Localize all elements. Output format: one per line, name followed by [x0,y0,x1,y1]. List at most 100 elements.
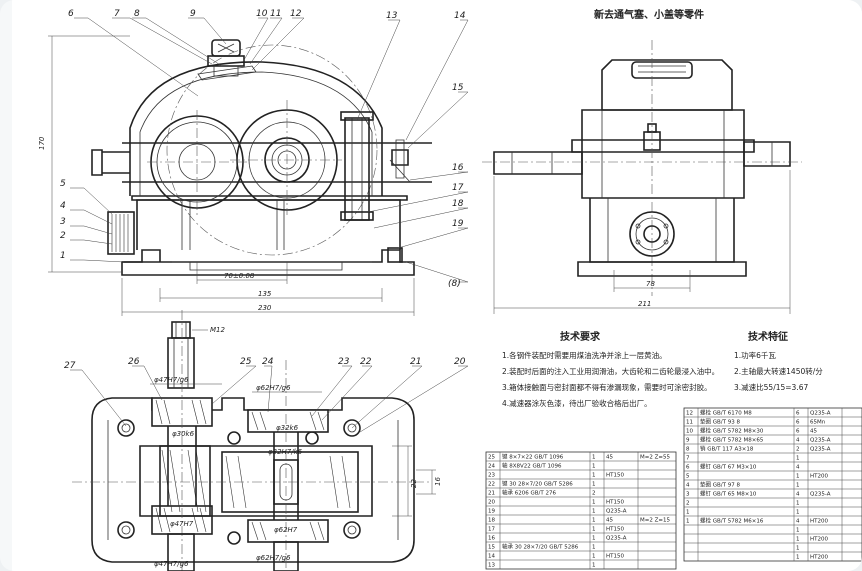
table-cell: 1 [686,519,690,525]
table-cell: HT150 [606,473,624,479]
dim-22: 22 [410,479,418,488]
table-frame [683,407,862,562]
table-cell: 6 [796,420,800,426]
drawing-sheet: 170 70±0.08 135 230 6 7 8 9 10 11 [12,0,862,571]
tech-requirements-title: 技术要求 [560,330,601,343]
table-cell: 螺栓 GB/T 5782 M8×65 [700,436,764,444]
table-cell: 1 [796,555,800,561]
table-cell: HT150 [606,527,624,533]
table-cell: 11 [686,420,693,426]
table-cell: 9 [686,438,690,444]
label-17: 17 [452,183,464,193]
table-cell: 螺钉 GB/T 65 M8×10 [700,490,757,498]
dim-side-width: 78 [646,280,655,288]
table-cell: 10 [686,429,693,435]
dim-base: 135 [258,290,272,298]
label-11: 11 [270,9,281,19]
table-cell: 螺栓 GB/T 5782 M8×30 [700,427,764,435]
table-cell: 18 [488,518,495,524]
table-cell: 1 [592,482,596,488]
table-cell: 13 [488,563,495,569]
table-cell: 螺栓 GB/T 6170 M8 [700,409,752,417]
table-cell: 1 [592,536,596,542]
dim-side-total: 211 [638,300,651,308]
table-cell: 5 [686,474,690,480]
table-cell: Q235-A [810,438,831,444]
part-labels-top: 6 7 8 9 10 11 12 13 14 15 16 17 18 19 (8… [60,9,466,289]
table-cell: 65Mn [810,420,826,426]
dim-thread: M12 [210,326,225,334]
table-cell: 21 [488,491,495,497]
table-cell: 16 [488,536,495,542]
table-cell: Q235-A [810,411,831,417]
table-cell: 2 [796,447,800,453]
table-cell: M=2 Z=55 [640,455,670,461]
table-cell: 14 [488,554,495,560]
side-view-title: 新去通气塞、小盖等零件 [594,8,704,21]
table-cell: 6 [796,429,800,435]
table-cell: 1 [592,464,596,470]
table-cell: 25 [488,455,495,461]
table-cell: 3 [686,492,690,498]
table-cell: 7 [686,456,690,462]
fit-5: φ32k6 [276,424,299,432]
fit-1: φ47H7/g6 [154,376,189,384]
table-cell: 2 [592,491,596,497]
label-23: 23 [338,357,350,367]
fit-3: φ32H7/k6 [268,448,303,456]
table-cell: 1 [686,510,690,516]
label-2: 2 [60,231,66,241]
table-cell: 24 [488,464,495,470]
table-cell: 键 8×7×22 GB/T 1096 [502,453,564,461]
label-9: 9 [190,9,196,19]
fit-7: φ62H7 [274,526,298,534]
label-4: 4 [60,201,66,211]
table-cell: 15 [488,545,495,551]
label-8: 8 [134,9,140,19]
label-26: 26 [128,357,140,367]
table-cell: 键 30 28×7/20 GB/T 5286 [502,480,573,488]
table-cell: 轴 8X8V22 GB/T 1096 [502,462,562,470]
table-cell: HT150 [606,500,624,506]
table-cell: Q235-A [810,492,831,498]
table-cell: 销 GB/T 117 A3×18 [700,445,754,453]
leader-lines-top [70,17,469,283]
fit-2: φ62H7/g6 [256,384,291,392]
table-cell: M=2 Z=15 [640,518,670,524]
label-21: 21 [410,357,421,367]
table-cell: 1 [796,510,800,516]
table-cell: HT200 [810,474,828,480]
table-cell: 23 [488,473,495,479]
table-cell: Q235-A [606,536,627,542]
plan-view: M12 [70,310,469,571]
table-cell: 45 [606,455,613,461]
table-cell: 22 [488,482,495,488]
tech-req-2: 2.装配时后面的注入工业用润滑油，大齿轮和二齿轮最浸入油中。 [502,366,719,376]
table-cell: 螺栓 GB/T 5782 M6×16 [700,517,764,525]
table-cell: HT200 [810,537,828,543]
table-cell: 4 [796,519,800,525]
table-cell: 轴承 6206 GB/T 276 [502,489,556,497]
fit-9: φ62H7/g6 [256,554,291,562]
label-24: 24 [262,357,274,367]
table-cell: 4 [686,483,690,489]
dim-height: 170 [38,136,46,150]
table-cell: 1 [592,527,596,533]
label-25: 25 [240,357,252,367]
table-cell: 1 [796,483,800,489]
table-cell: 1 [796,501,800,507]
table-cell: Q235-A [606,509,627,515]
table-cell: 19 [488,509,495,515]
label-13: 13 [386,11,398,21]
table-cell: 1 [592,554,596,560]
table-cell: 2 [686,501,690,507]
label-20: 20 [454,357,466,367]
tech-req-4: 4.减速器涂灰色漆，待出厂验收合格后出厂。 [502,398,652,408]
label-15: 15 [452,83,464,93]
dim-inner: 70±0.08 [224,272,255,280]
table-cell: 1 [592,563,596,569]
label-3: 3 [60,217,66,227]
label-19: 19 [452,219,464,229]
label-18: 18 [452,199,464,209]
